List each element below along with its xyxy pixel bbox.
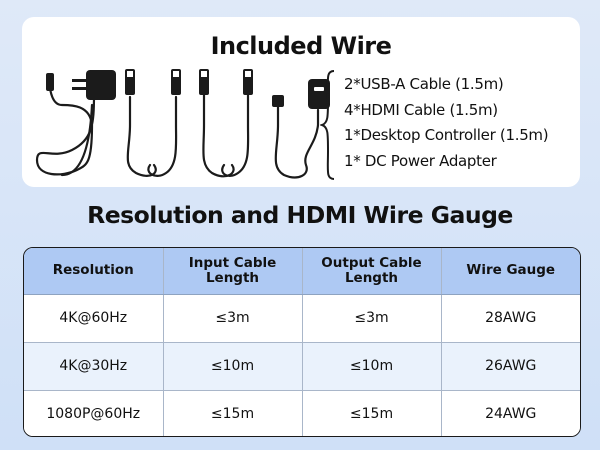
cell-output-length: ≤10m: [302, 342, 442, 391]
cell-output-length: ≤15m: [302, 390, 442, 436]
included-wire-title: Included Wire: [210, 32, 392, 60]
cell-wire-gauge: 26AWG: [441, 342, 580, 391]
header-output-length: Output Cable Length: [302, 248, 442, 295]
header-input-length: Input Cable Length: [163, 248, 303, 295]
cell-input-length: ≤3m: [163, 294, 303, 343]
desktop-controller-icon: [274, 105, 320, 179]
cell-input-length: ≤15m: [163, 390, 303, 436]
table-row: 4K@60Hz ≤3m ≤3m 28AWG: [24, 294, 580, 343]
brace-icon: [320, 70, 335, 180]
cell-resolution: 4K@60Hz: [24, 294, 164, 343]
list-item: 1*Desktop Controller (1.5m): [344, 126, 549, 144]
header-wire-gauge: Wire Gauge: [441, 248, 580, 295]
usb-a-cable-icon: [202, 93, 250, 178]
table-row: 4K@30Hz ≤10m ≤10m 26AWG: [24, 342, 580, 391]
cell-wire-gauge: 28AWG: [441, 294, 580, 343]
header-resolution: Resolution: [24, 248, 164, 295]
cable-images: [35, 69, 330, 179]
cell-output-length: ≤3m: [302, 294, 442, 343]
list-item: 1* DC Power Adapter: [344, 151, 497, 170]
gauge-table: Resolution Input Cable Length Output Cab…: [23, 247, 581, 437]
list-item: 4*HDMI Cable (1.5m): [344, 100, 498, 119]
cell-resolution: 4K@30Hz: [24, 342, 164, 391]
cell-wire-gauge: 24AWG: [441, 390, 580, 436]
gauge-section-title: Resolution and HDMI Wire Gauge: [87, 201, 513, 229]
table-header-row: Resolution Input Cable Length Output Cab…: [24, 248, 580, 295]
cell-input-length: ≤10m: [163, 342, 303, 391]
table-row: 1080P@60Hz ≤15m ≤15m 24AWG: [24, 390, 580, 436]
included-wire-list: 2*USB-A Cable (1.5m) 4*HDMI Cable (1.5m)…: [344, 72, 549, 174]
dc-power-adapter-icon: [35, 83, 96, 177]
included-wire-card: Included Wire: [22, 17, 580, 187]
cell-resolution: 1080P@60Hz: [24, 390, 164, 436]
list-item: 2*USB-A Cable (1.5m): [344, 75, 504, 93]
hdmi-cable-icon: [126, 95, 178, 177]
